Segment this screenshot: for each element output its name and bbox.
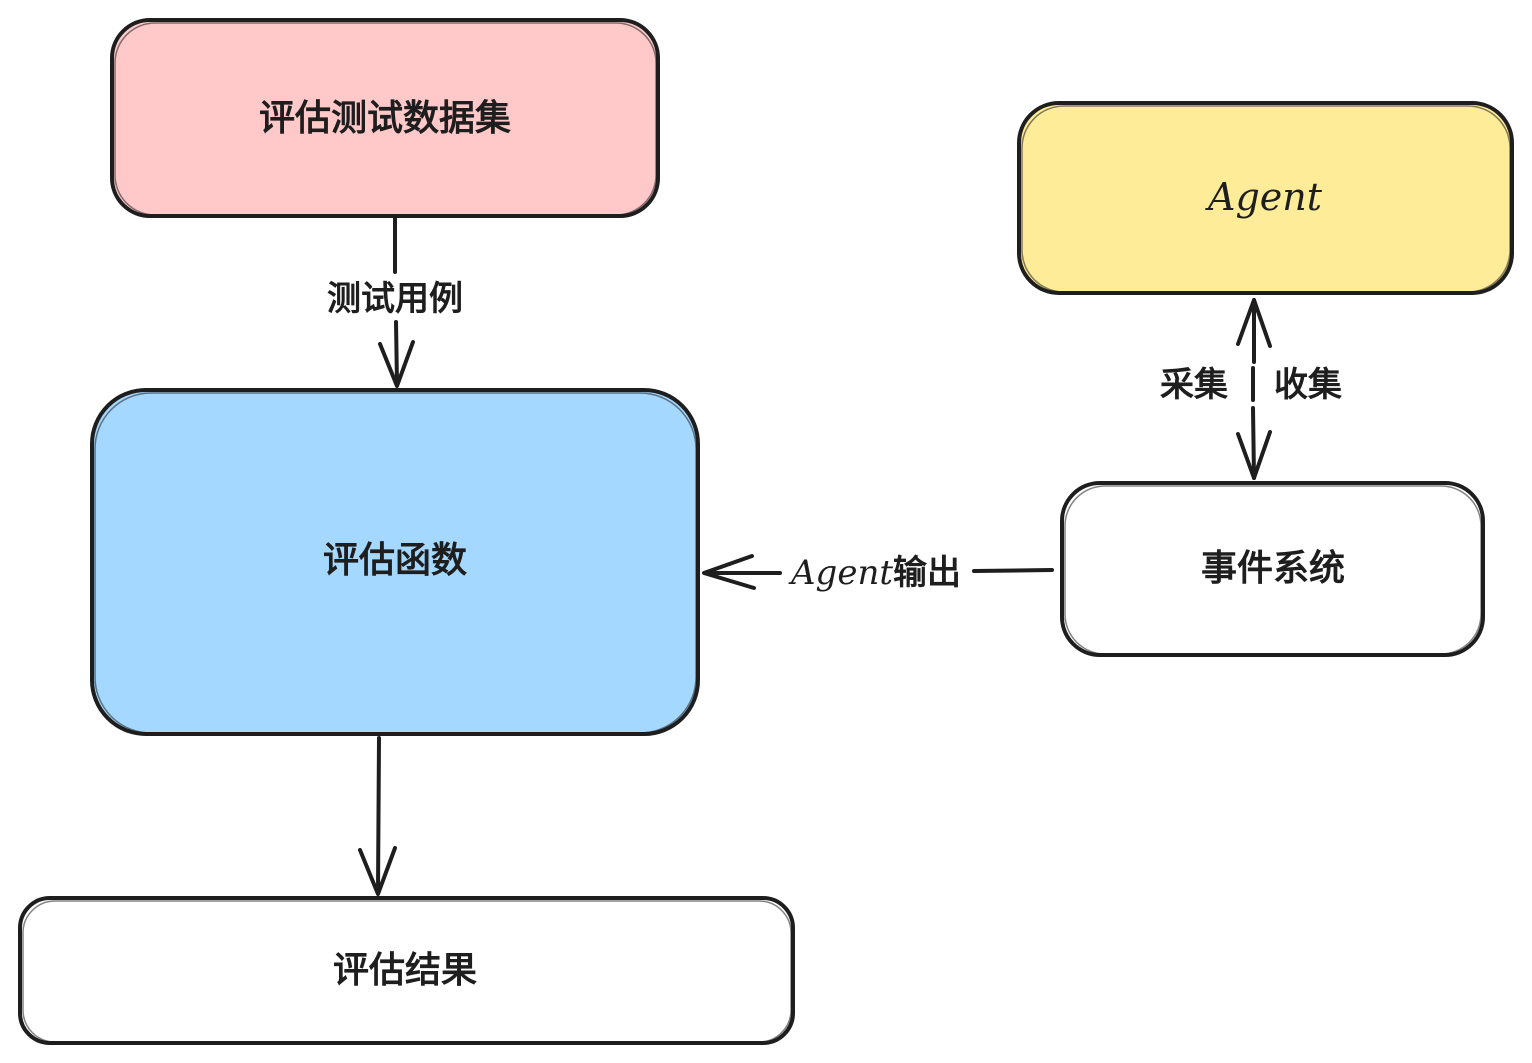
node-result-box <box>18 896 795 1045</box>
node-result-label: 评估结果 <box>333 950 477 991</box>
edge-agent-output-label-cn: 输出 <box>893 553 961 593</box>
node-result-sketch-stroke <box>22 900 792 1043</box>
node-eval-function-sketch-stroke <box>94 392 697 734</box>
node-result[interactable]: 评估结果 <box>18 896 795 1045</box>
node-agent-sketch-stroke <box>1021 105 1511 293</box>
edge-agent-output[interactable]: Agent输出 <box>702 553 1054 593</box>
edge-collect-label-left: 采集 <box>1160 365 1228 405</box>
node-eval-function-box <box>90 388 700 736</box>
node-dataset-sketch-stroke <box>114 22 657 216</box>
edge-agent-output-label: Agent输出 <box>788 553 961 593</box>
edge-collect-line-bottom <box>1251 406 1256 480</box>
edge-agent-output-label-script: Agent <box>788 553 893 593</box>
node-event-system-label: 事件系统 <box>1201 548 1345 589</box>
edge-agent-output-line-right <box>972 568 1054 573</box>
edge-collect-up-arrowhead <box>1236 298 1272 348</box>
edge-test-cases-arrowhead <box>378 340 415 388</box>
edge-collect-down-arrowhead <box>1236 430 1272 480</box>
node-agent-box <box>1017 101 1514 295</box>
edge-agent-output-arrowhead <box>702 554 756 590</box>
node-event-system-sketch-stroke <box>1064 485 1482 655</box>
edge-result-line <box>376 736 381 894</box>
node-dataset-box <box>110 18 660 218</box>
node-dataset-label: 评估测试数据集 <box>259 98 511 139</box>
node-dataset[interactable]: 评估测试数据集 <box>110 18 660 218</box>
edge-test-cases-label: 测试用例 <box>327 279 463 319</box>
edge-test-cases[interactable]: 测试用例 <box>327 216 463 388</box>
edge-collect-label-right: 收集 <box>1274 365 1342 405</box>
node-eval-function-label: 评估函数 <box>323 540 467 581</box>
node-event-system[interactable]: 事件系统 <box>1060 481 1485 657</box>
node-agent-label: Agent <box>1205 175 1323 219</box>
edge-test-cases-line-bottom <box>394 320 399 386</box>
edge-result[interactable] <box>358 736 397 896</box>
node-agent[interactable]: Agent <box>1017 101 1514 295</box>
node-eval-function[interactable]: 评估函数 <box>90 388 700 736</box>
node-event-system-box <box>1060 481 1485 657</box>
edge-collect[interactable]: 采集 收集 <box>1160 298 1342 480</box>
edge-result-arrowhead <box>358 846 397 896</box>
